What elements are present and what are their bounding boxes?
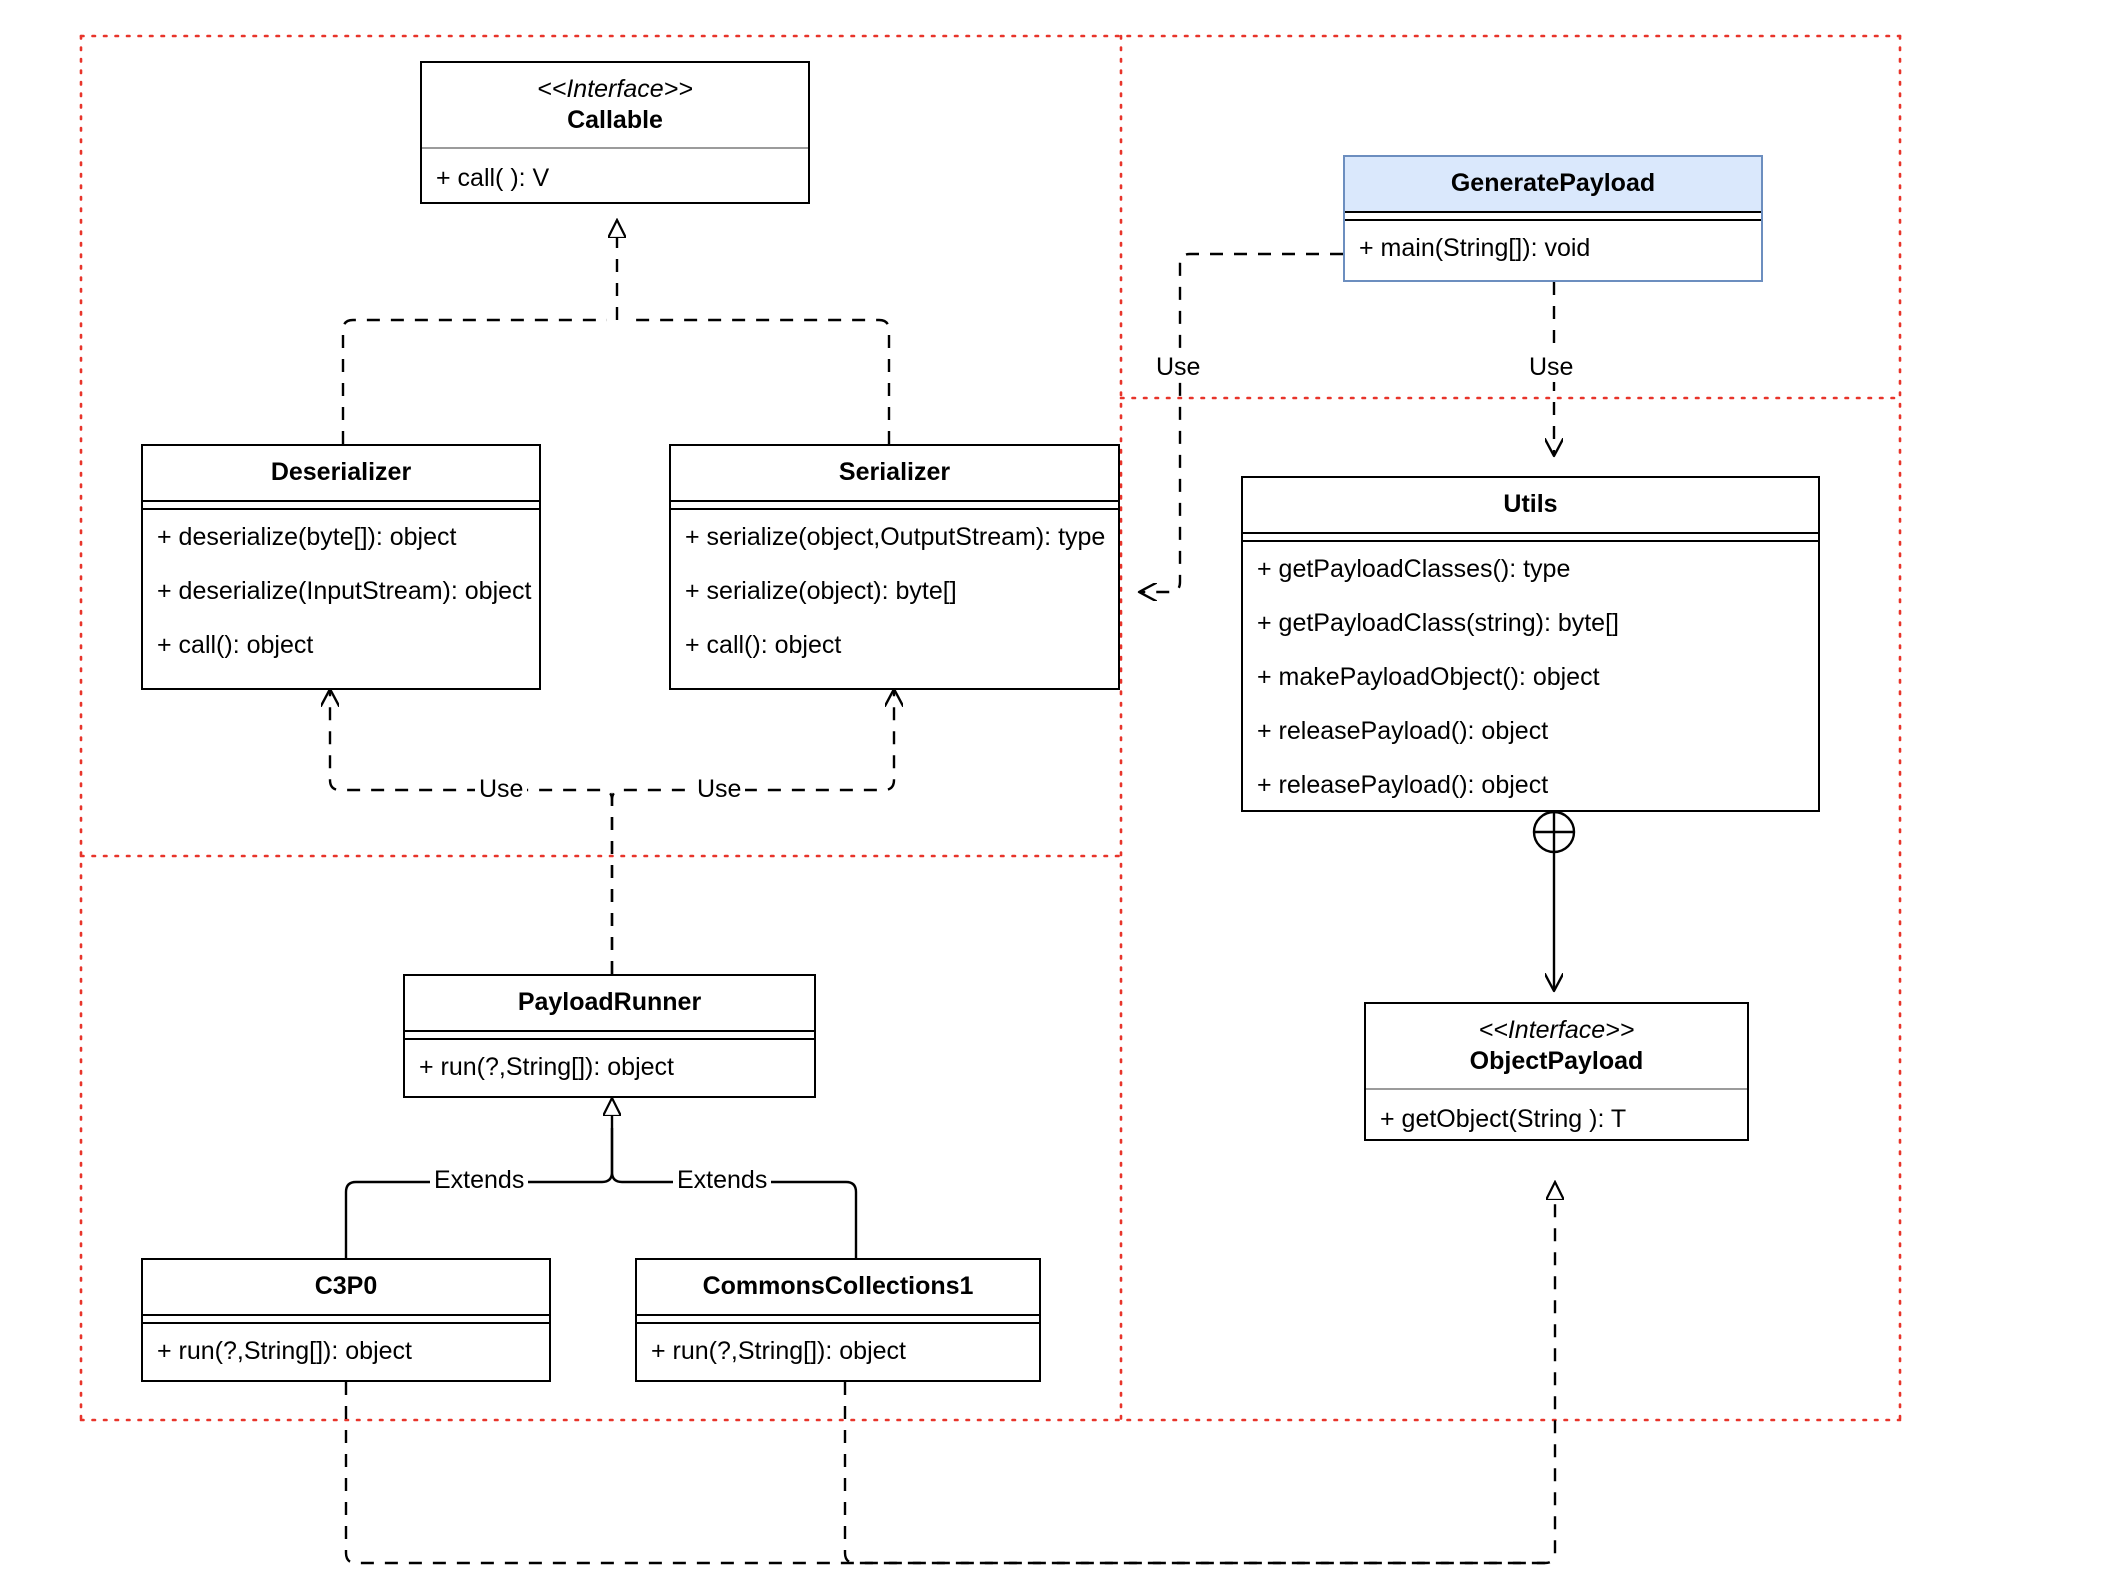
class-members-generatepayload: + main(String[]): void <box>1345 221 1761 275</box>
class-header-deserializer: Deserializer <box>143 446 539 500</box>
class-name-label: Utils <box>1503 490 1558 518</box>
class-members-serializer: + serialize(object,OutputStream): type +… <box>671 510 1118 672</box>
class-box-serializer[interactable]: Serializer + serialize(object,OutputStre… <box>669 444 1120 690</box>
member-row: + call(): object <box>685 630 842 659</box>
member-row: + run(?,String[]): object <box>651 1336 906 1365</box>
class-box-generatepayload[interactable]: GeneratePayload + main(String[]): void <box>1343 155 1763 282</box>
class-members-payloadrunner: + run(?,String[]): object <box>405 1040 814 1094</box>
class-name-label: Serializer <box>838 458 951 486</box>
class-members-objectpayload: + getObject(String ): T <box>1366 1090 1747 1148</box>
edge-label-extends-c3p0: Extends <box>430 1166 529 1195</box>
separator <box>671 499 1118 510</box>
package-boundary-outer <box>79 34 1902 1422</box>
member-row: + deserialize(InputStream): object <box>157 576 532 605</box>
stereotype-label: <<Interface>> <box>1478 1016 1635 1044</box>
member-row: + run(?,String[]): object <box>419 1052 674 1081</box>
member-row: + main(String[]): void <box>1359 233 1591 262</box>
edge-label-use-generate-utils: Use <box>1525 353 1578 382</box>
class-name-label: C3P0 <box>314 1272 378 1300</box>
member-row: + deserialize(byte[]): object <box>157 522 457 551</box>
member-row: + getObject(String ): T <box>1380 1105 1627 1133</box>
class-box-payloadrunner[interactable]: PayloadRunner + run(?,String[]): object <box>403 974 816 1098</box>
class-box-callable[interactable]: <<Interface>> Callable + call( ): V <box>420 61 810 204</box>
class-header-payloadrunner: PayloadRunner <box>405 976 814 1030</box>
class-name-label: Deserializer <box>270 458 412 486</box>
member-row: + serialize(object,OutputStream): type <box>685 522 1106 551</box>
member-row: + makePayloadObject(): object <box>1257 662 1600 691</box>
edge-label-use-runner-deserializer: Use <box>475 775 528 804</box>
member-row: + releasePayload(): object <box>1257 770 1549 799</box>
class-header-serializer: Serializer <box>671 446 1118 500</box>
separator <box>637 1313 1039 1324</box>
class-name-label: PayloadRunner <box>517 988 702 1016</box>
class-box-commonscollections1[interactable]: CommonsCollections1 + run(?,String[]): o… <box>635 1258 1041 1382</box>
realization-payloads-objectpayload <box>344 1182 1555 1565</box>
class-name-label: ObjectPayload <box>1469 1046 1644 1075</box>
separator <box>1243 531 1818 542</box>
class-header-c3p0: C3P0 <box>143 1260 549 1314</box>
class-name-label: Callable <box>567 105 663 134</box>
member-row: + getPayloadClass(string): byte[] <box>1257 608 1619 637</box>
class-header-utils: Utils <box>1243 478 1818 532</box>
separator <box>1345 210 1761 221</box>
edge-label-use-generate-serializer: Use <box>1152 353 1205 382</box>
class-name-label: GeneratePayload <box>1450 169 1656 197</box>
separator <box>405 1029 814 1040</box>
containment-utils-objectpayload <box>1532 810 1576 990</box>
package-boundary-dividers <box>79 34 1902 1422</box>
class-header-generatepayload: GeneratePayload <box>1345 157 1761 211</box>
class-header-objectpayload: <<Interface>> ObjectPayload <box>1366 1004 1747 1088</box>
dependency-runner-uses <box>330 690 894 974</box>
class-header-callable: <<Interface>> Callable <box>422 63 808 147</box>
separator <box>143 1313 549 1324</box>
member-row: + getPayloadClasses(): type <box>1257 554 1571 583</box>
edge-label-extends-commons: Extends <box>673 1166 772 1195</box>
class-box-deserializer[interactable]: Deserializer + deserialize(byte[]): obje… <box>141 444 541 690</box>
class-box-c3p0[interactable]: C3P0 + run(?,String[]): object <box>141 1258 551 1382</box>
generalization-extends <box>344 1098 858 1258</box>
member-row: + call( ): V <box>436 164 550 192</box>
stereotype-label: <<Interface>> <box>537 75 693 103</box>
class-box-utils[interactable]: Utils + getPayloadClasses(): type + getP… <box>1241 476 1820 812</box>
realization-to-callable <box>341 220 891 444</box>
separator <box>1366 1088 1747 1090</box>
class-members-utils: + getPayloadClasses(): type + getPayload… <box>1243 542 1818 812</box>
separator <box>422 147 808 149</box>
class-members-callable: + call( ): V <box>422 149 808 207</box>
separator <box>143 499 539 510</box>
class-members-commonscollections1: + run(?,String[]): object <box>637 1324 1039 1378</box>
member-row: + serialize(object): byte[] <box>685 576 957 605</box>
member-row: + call(): object <box>157 630 314 659</box>
class-members-deserializer: + deserialize(byte[]): object + deserial… <box>143 510 539 672</box>
class-box-objectpayload[interactable]: <<Interface>> ObjectPayload + getObject(… <box>1364 1002 1749 1141</box>
class-members-c3p0: + run(?,String[]): object <box>143 1324 549 1378</box>
class-name-label: CommonsCollections1 <box>702 1272 974 1300</box>
member-row: + releasePayload(): object <box>1257 716 1549 745</box>
class-header-commonscollections1: CommonsCollections1 <box>637 1260 1039 1314</box>
edge-label-use-runner-serializer: Use <box>693 775 746 804</box>
member-row: + run(?,String[]): object <box>157 1336 412 1365</box>
